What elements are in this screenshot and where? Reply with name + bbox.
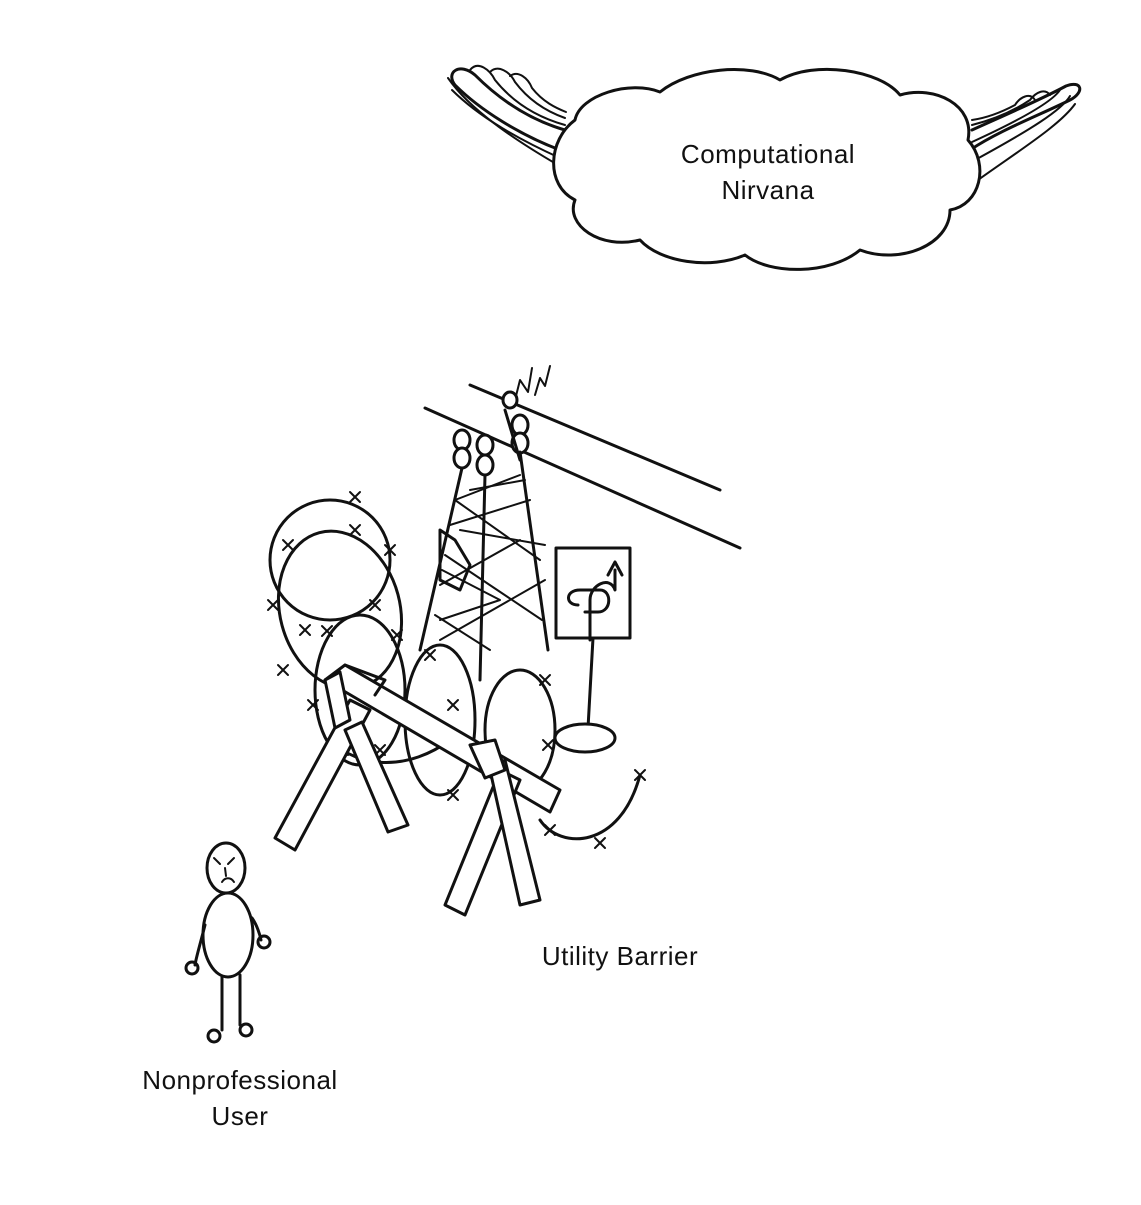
- user-label-line1: Nonprofessional: [142, 1065, 338, 1095]
- sawhorse-barricade-icon: [273, 663, 562, 917]
- cloud-label: Computational Nirvana: [618, 136, 918, 208]
- winged-cloud-icon: [447, 64, 1082, 271]
- left-wing-icon: [447, 64, 567, 166]
- user-label-line2: User: [211, 1101, 269, 1131]
- barrier-label: Utility Barrier: [541, 941, 699, 971]
- body: [201, 891, 255, 979]
- cloud-shape: [552, 67, 982, 271]
- insulator-icon: [452, 390, 530, 477]
- stick-figure-icon: [184, 841, 272, 1044]
- road-sign-icon: [553, 546, 632, 754]
- power-tower-icon: [418, 365, 742, 682]
- cloud-label-line1: Computational: [680, 139, 856, 169]
- right-wing-icon: [968, 83, 1082, 181]
- cloud-label-line2: Nirvana: [721, 175, 815, 205]
- user-label: Nonprofessional User: [100, 1062, 380, 1134]
